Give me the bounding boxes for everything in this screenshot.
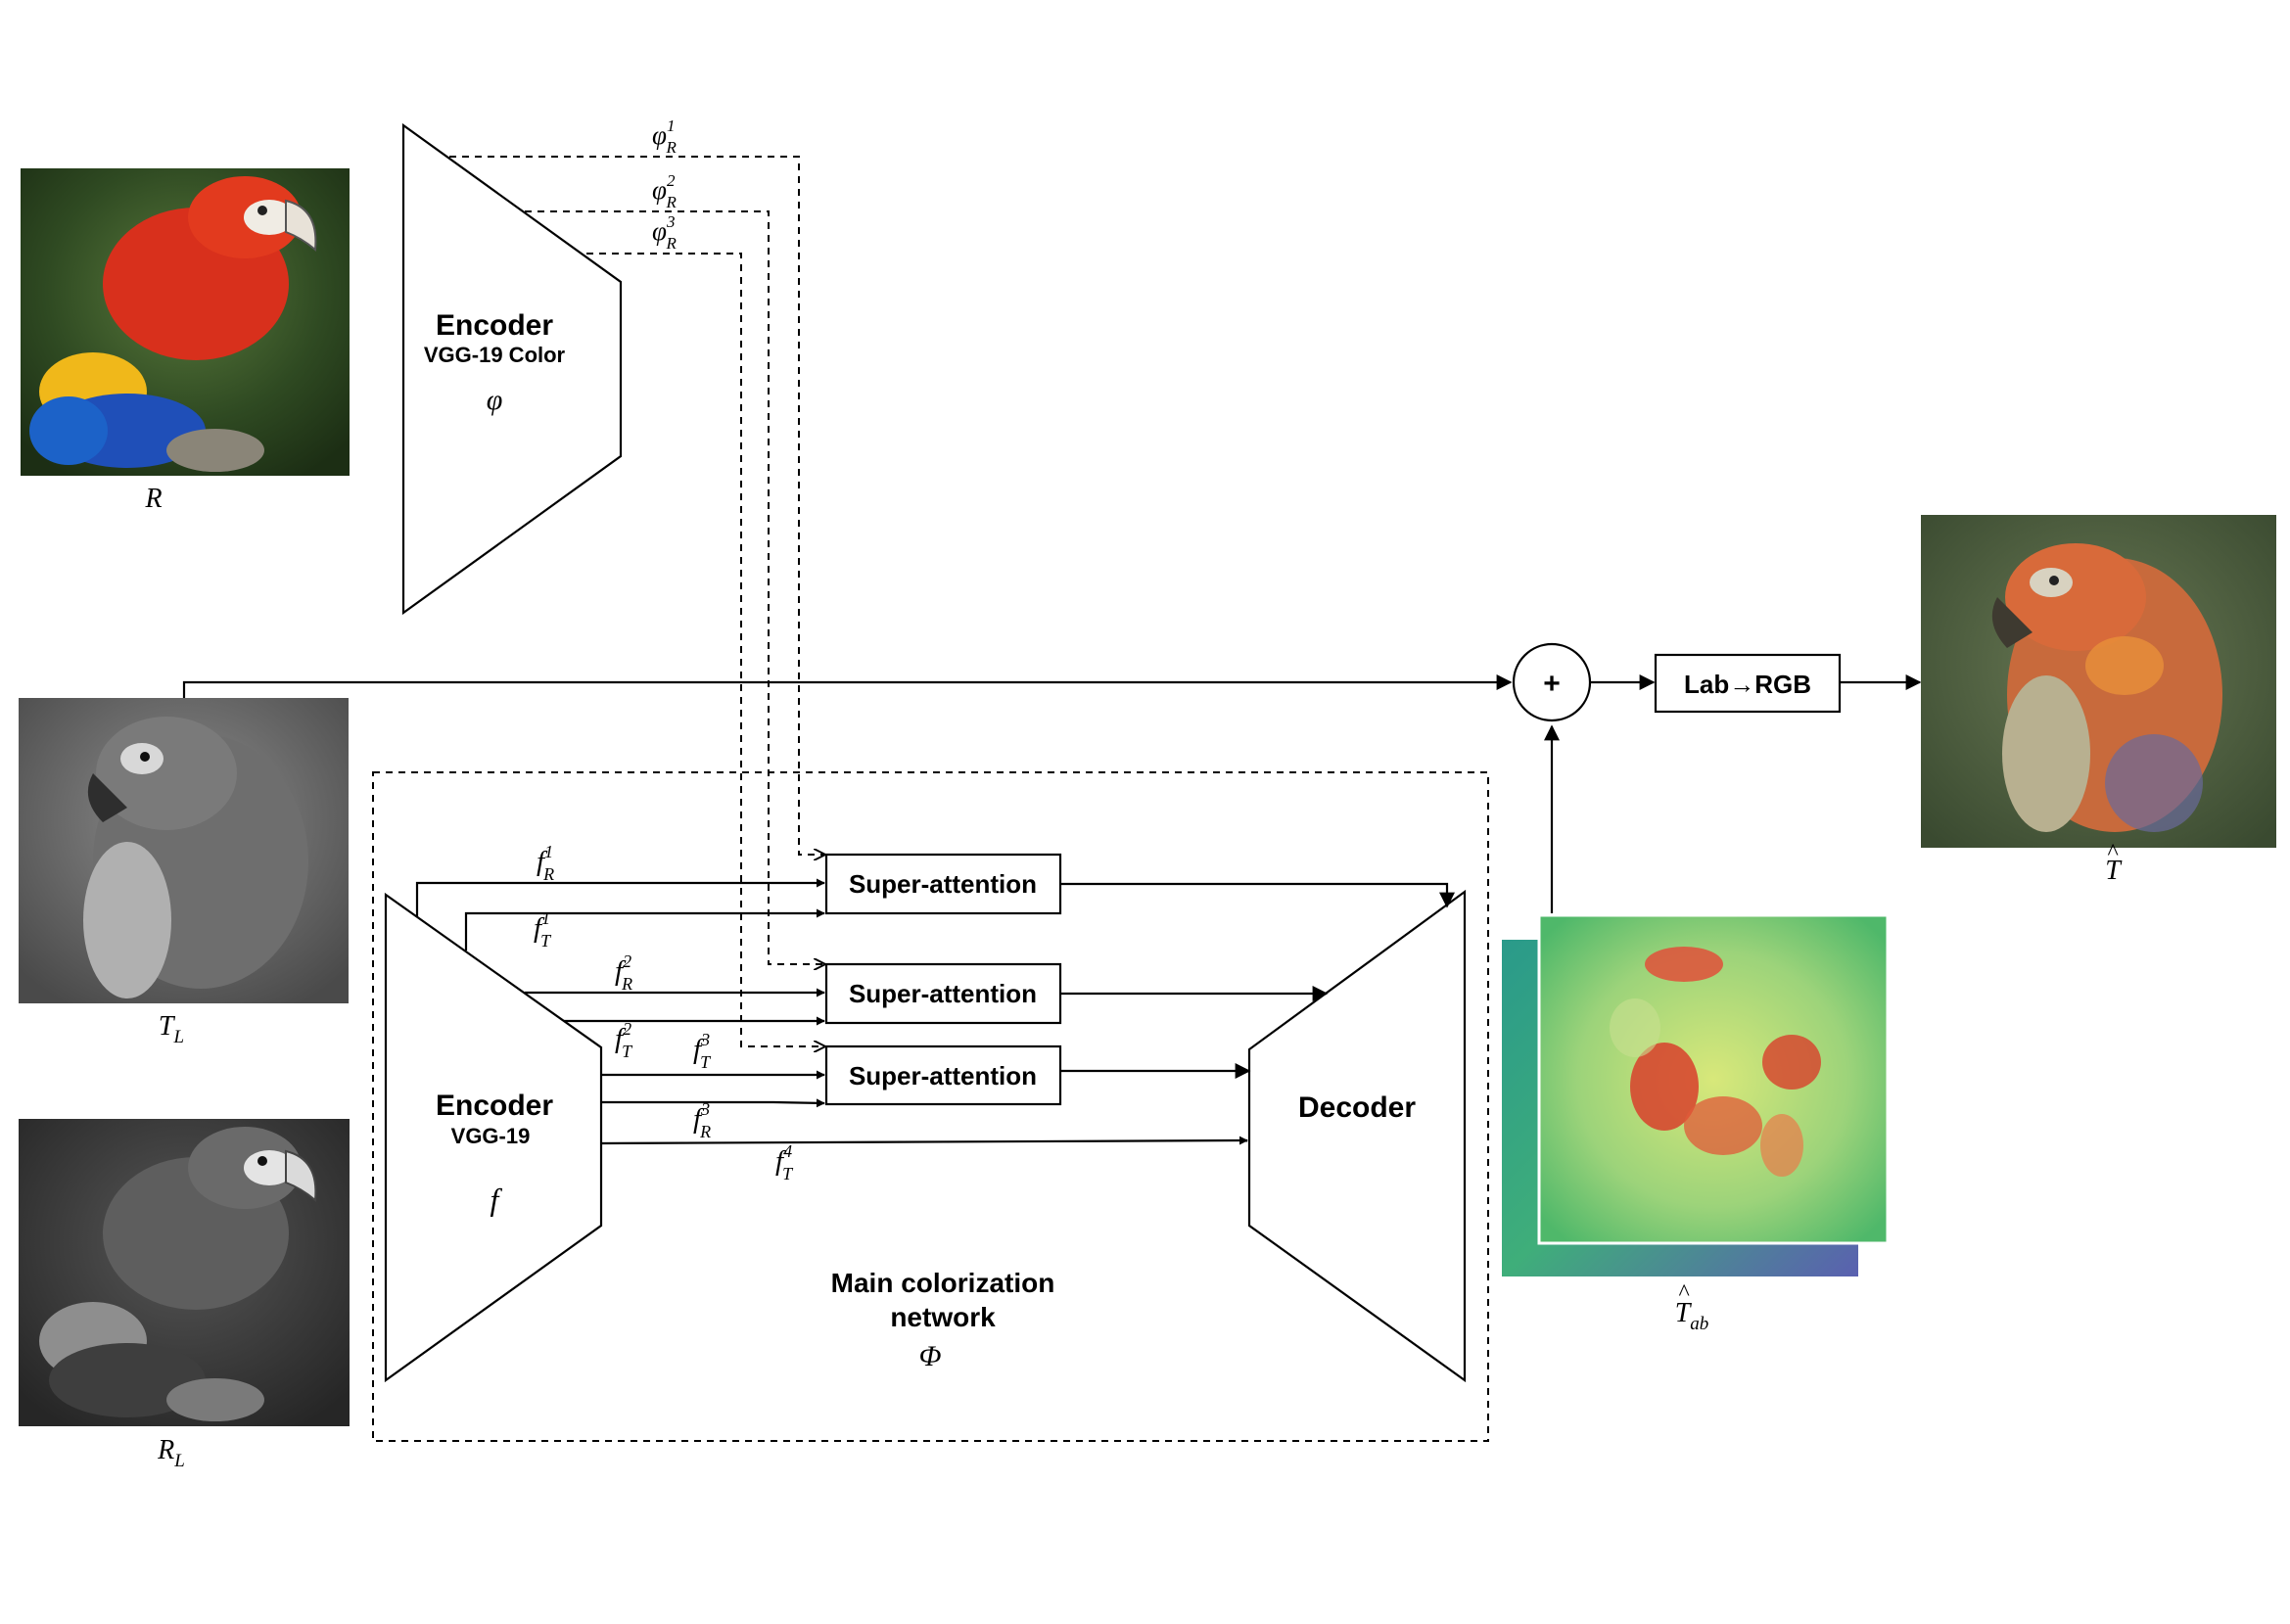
network-label-line1: Main colorization xyxy=(831,1268,1055,1298)
reference-gray-label: RL xyxy=(157,1435,185,1471)
super-attention-block-2: Super-attention xyxy=(824,962,1062,1025)
target-gray-image xyxy=(19,698,349,1003)
parrot-color-photo-icon xyxy=(29,176,317,472)
fT4-arrow xyxy=(600,1136,1248,1145)
plus-label: + xyxy=(1543,668,1561,700)
encoder-color-title: Encoder xyxy=(436,309,553,342)
lab-to-rgb-label: Lab→RGB xyxy=(1684,670,1811,699)
encoder-color-symbol: φ xyxy=(487,384,503,416)
output-color-image xyxy=(1921,515,2276,848)
fR1-arrow xyxy=(415,878,825,917)
super-attention-label: Super-attention xyxy=(849,869,1037,899)
super-attention-block-3: Super-attention xyxy=(824,1044,1062,1106)
super-attention-block-1: Super-attention xyxy=(824,853,1062,915)
ab-heatmap-icon xyxy=(1610,947,1821,1177)
encoder-gray xyxy=(384,892,603,1383)
super-attention-label: Super-attention xyxy=(849,1061,1037,1090)
fR3-arrow xyxy=(601,1098,825,1108)
plus-node: + xyxy=(1512,642,1592,722)
phi3-link xyxy=(586,253,824,1046)
output-color-hat: ^ xyxy=(2107,840,2119,865)
fT1-arrow xyxy=(464,908,825,951)
lab-to-rgb-block: Lab→RGB xyxy=(1654,653,1842,714)
super-attention-label: Super-attention xyxy=(849,979,1037,1008)
parrot-grayscale-photo-icon xyxy=(39,1127,317,1421)
network-label-line2: network xyxy=(890,1302,996,1332)
encoder-color-subtitle: VGG-19 Color xyxy=(424,343,566,367)
decoder-title: Decoder xyxy=(1298,1091,1416,1124)
ab-heatmap-stack xyxy=(1502,913,1890,1276)
ab-heatmap-hat: ^ xyxy=(1678,1280,1690,1306)
encoder-color xyxy=(401,122,623,616)
network-label-symbol: Φ xyxy=(919,1340,942,1372)
main-network-frame xyxy=(372,771,1489,1442)
reference-gray-image xyxy=(19,1119,350,1426)
target-gray-label: TL xyxy=(159,1011,184,1047)
luminance-skip-arrow xyxy=(182,674,1513,698)
reference-color-image xyxy=(21,168,350,476)
reference-color-label: R xyxy=(144,484,162,514)
decoder xyxy=(1247,889,1467,1383)
phi2-link xyxy=(525,210,824,964)
encoder-gray-subtitle: VGG-19 xyxy=(451,1124,531,1148)
parrot-grayscale-photo-icon xyxy=(83,717,308,998)
parrot-colorized-photo-icon xyxy=(1991,543,2222,832)
encoder-gray-title: Encoder xyxy=(436,1090,553,1122)
phi1-link xyxy=(449,156,824,855)
ab-heatmap-label: Tab xyxy=(1675,1298,1709,1334)
attention1-to-decoder xyxy=(1060,882,1455,908)
output-color-label: T xyxy=(2105,856,2123,886)
